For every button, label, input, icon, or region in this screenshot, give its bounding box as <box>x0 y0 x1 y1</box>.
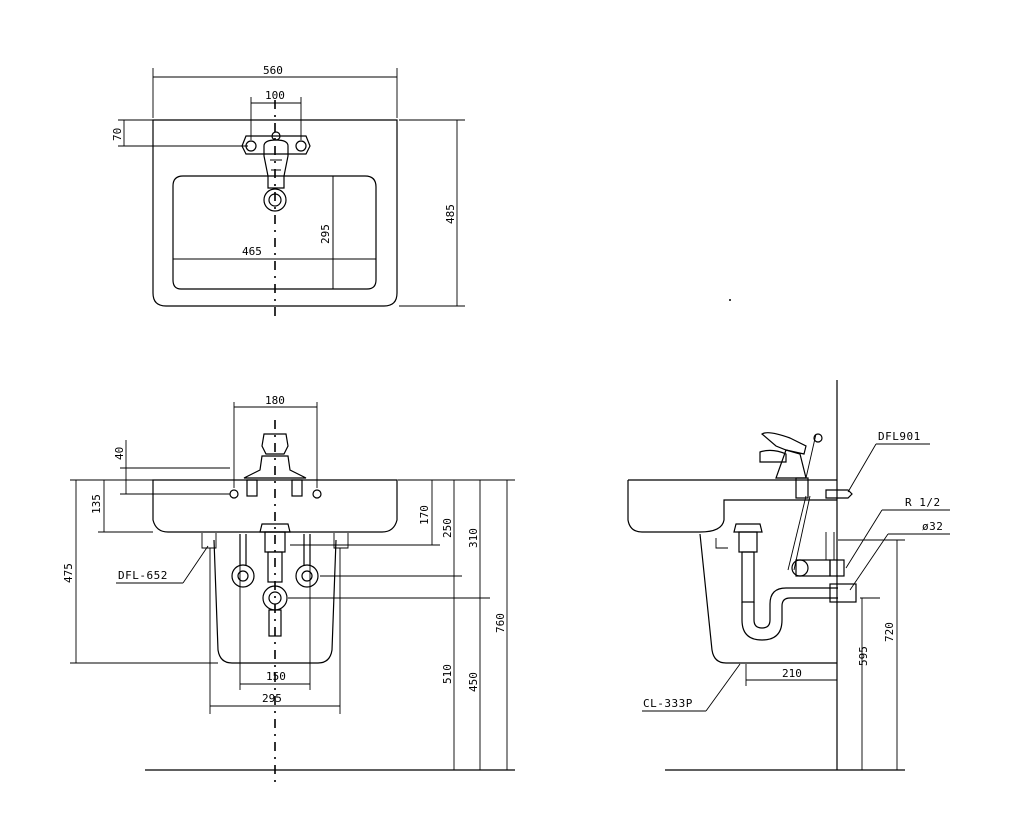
dim-faucet-offset: 70 <box>111 128 124 141</box>
top-view: 560 100 70 485 465 295 <box>111 64 731 318</box>
dim-hole-height: 40 <box>113 447 126 460</box>
dim-total-height: 475 <box>62 563 75 583</box>
side-view: DFL901 R 1/2 ø32 CL-333P 210 595 720 <box>627 380 950 771</box>
basin-outline-top <box>152 119 398 307</box>
dim-depth: 485 <box>444 204 457 224</box>
bowl-outline-top <box>172 175 377 290</box>
dim-510: 510 <box>441 664 454 684</box>
trap-side <box>733 523 857 641</box>
valve-part-label: DFL901 <box>878 430 921 443</box>
basin-front <box>152 479 398 533</box>
dim-faucet-holes: 180 <box>265 394 285 407</box>
dim-pedestal-150: 150 <box>266 670 286 683</box>
pipe-label: ø32 <box>922 520 943 533</box>
faucet-top <box>241 131 311 212</box>
dim-trap-offset: 210 <box>782 667 802 680</box>
valve-side <box>787 489 853 571</box>
basin-side <box>627 479 837 533</box>
dim-250: 250 <box>441 518 454 538</box>
dim-170: 170 <box>418 505 431 525</box>
dim-rim-height: 135 <box>90 494 103 514</box>
drain-assembly-front <box>231 523 319 637</box>
dim-faucet-spacing: 100 <box>265 89 285 102</box>
dim-760: 760 <box>494 613 507 633</box>
dim-595: 595 <box>857 646 870 666</box>
front-view: 180 40 135 475 DFL-652 170 250 310 <box>62 394 515 785</box>
thread-label: R 1/2 <box>905 496 941 509</box>
trap-part-label: CL-333P <box>643 697 693 710</box>
dim-pedestal-295: 295 <box>262 692 282 705</box>
dim-bowl-width: 465 <box>242 245 262 258</box>
pedestal-side <box>699 533 837 664</box>
faucet-side <box>759 432 823 499</box>
faucet-front <box>229 433 322 499</box>
dim-310: 310 <box>467 528 480 548</box>
dim-720: 720 <box>883 622 896 642</box>
drain-part-label: DFL-652 <box>118 569 168 582</box>
pedestal-front <box>213 539 337 664</box>
dim-width: 560 <box>263 64 283 77</box>
dim-450: 450 <box>467 672 480 692</box>
dim-bowl-depth: 295 <box>319 224 332 244</box>
